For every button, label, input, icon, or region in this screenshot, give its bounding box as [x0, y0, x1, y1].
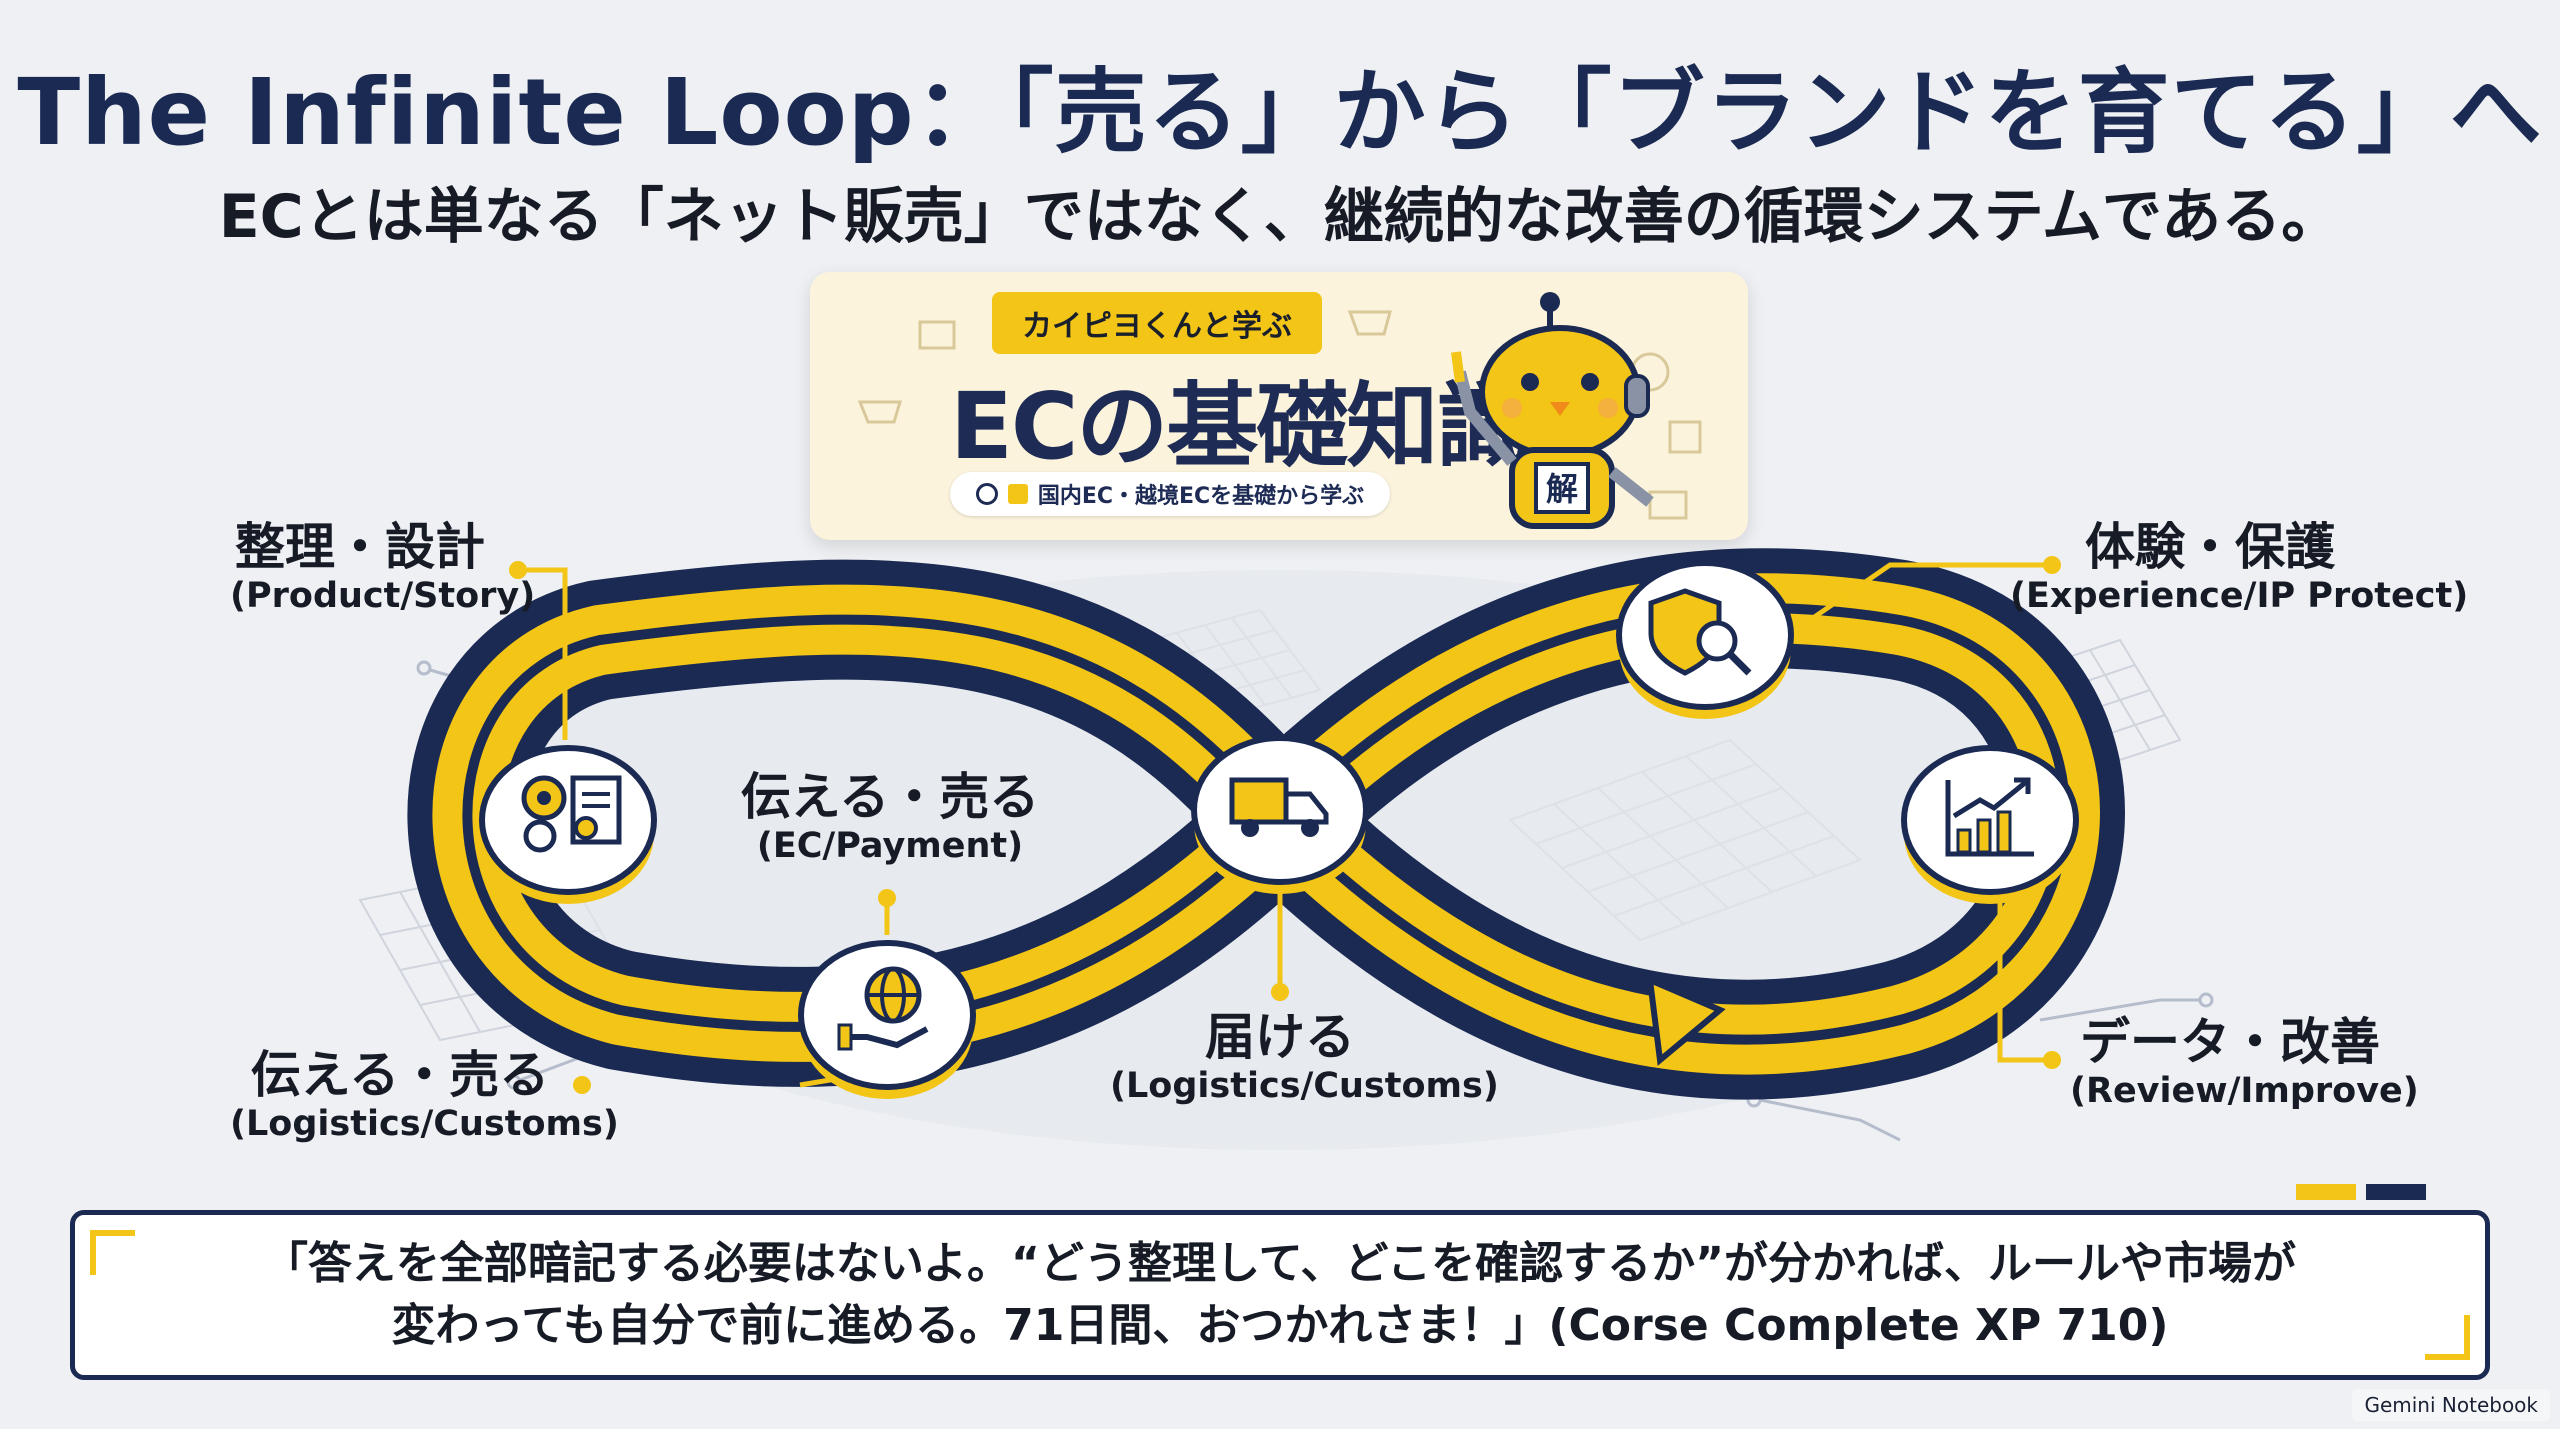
banner-title: ECの基礎知識: [950, 373, 1528, 480]
label-deliver-jp: 届ける: [1205, 1008, 1355, 1066]
label-deliver: 届ける (Logistics/Customs): [1110, 1008, 1499, 1107]
growth-chart-icon: [1945, 777, 2034, 857]
banner-tag: カイピヨくんと学ぶ: [992, 292, 1322, 354]
node-plan: [479, 745, 657, 904]
ec-basics-banner: カイピヨくんと学ぶ ECの基礎知識 国内EC・越境ECを基礎から学ぶ 解: [810, 272, 1748, 540]
node-deliver: [1191, 735, 1369, 894]
quote-box: 「答えを全部暗記する必要はないよ。“どう整理して、どこを確認するか”が分かれば、…: [70, 1210, 2490, 1380]
cart-icon: [857, 400, 903, 424]
globe-hand-icon: [837, 966, 929, 1051]
laptop-icon: [1648, 490, 1688, 520]
truck-icon: [1229, 777, 1329, 837]
decorative-bars: [2296, 1184, 2426, 1200]
page-title: The Infinite Loop：「売る」から「ブランドを育てる」へ: [17, 59, 2543, 166]
label-deliver-en: (Logistics/Customs): [1110, 1066, 1499, 1106]
label-improve-jp: データ・改善: [2080, 1013, 2380, 1071]
label-improve: データ・改善 (Review/Improve): [2070, 1013, 2419, 1112]
node-improve: [1901, 745, 2079, 904]
quote-corner-top-left: [90, 1230, 135, 1275]
cart-icon: [1347, 310, 1392, 336]
mascot-robot-chick: 解: [1451, 292, 1654, 529]
connector-dots: [509, 556, 2061, 1094]
gear-document-icon: [521, 775, 622, 853]
globe-icon: [975, 483, 998, 505]
label-protect-en: (Experience/IP Protect): [2010, 576, 2469, 616]
shield-search-icon: [1648, 588, 1752, 676]
watermark: Gemini Notebook: [2352, 1389, 2550, 1421]
shop-icon: [918, 320, 956, 350]
page-subtitle: ECとは単なる「ネット販売」ではなく、継続的な改善の循環システムである。: [218, 182, 2342, 252]
loop-arrow-head: [1646, 975, 1726, 1066]
banner-subtitle: 国内EC・越境ECを基礎から学ぶ: [1037, 484, 1365, 509]
label-sell: 伝える・売る (EC/Payment): [730, 770, 1050, 867]
label-plan-en: (Product/Story): [230, 576, 536, 616]
quote-corner-bottom-right: [2425, 1315, 2470, 1360]
node-protect: [1616, 560, 1794, 719]
label-sell2-jp: 伝える・売る: [250, 1046, 550, 1104]
mascot-badge: 解: [1546, 470, 1578, 508]
label-sell2-en: (Logistics/Customs): [230, 1104, 619, 1144]
box-icon: [1668, 420, 1702, 454]
label-sell-jp: 伝える・売る: [740, 768, 1040, 826]
label-protect-jp: 体験・保護: [2085, 518, 2335, 576]
label-sell2: 伝える・売る (Logistics/Customs): [230, 1046, 619, 1145]
label-improve-en: (Review/Improve): [2070, 1071, 2419, 1111]
label-plan-jp: 整理・設計: [235, 518, 485, 576]
label-plan: 整理・設計 (Product/Story): [230, 518, 536, 617]
node-sell: [798, 940, 976, 1099]
quote-text: 「答えを全部暗記する必要はないよ。“どう整理して、どこを確認するか”が分かれば、…: [263, 1238, 2297, 1351]
label-protect: 体験・保護 (Experience/IP Protect): [2010, 518, 2469, 617]
label-sell-en: (EC/Payment): [756, 826, 1024, 866]
banner-subtitle-pill: 国内EC・越境ECを基礎から学ぶ: [950, 472, 1390, 516]
shopping-bag-icon: [1007, 484, 1028, 504]
